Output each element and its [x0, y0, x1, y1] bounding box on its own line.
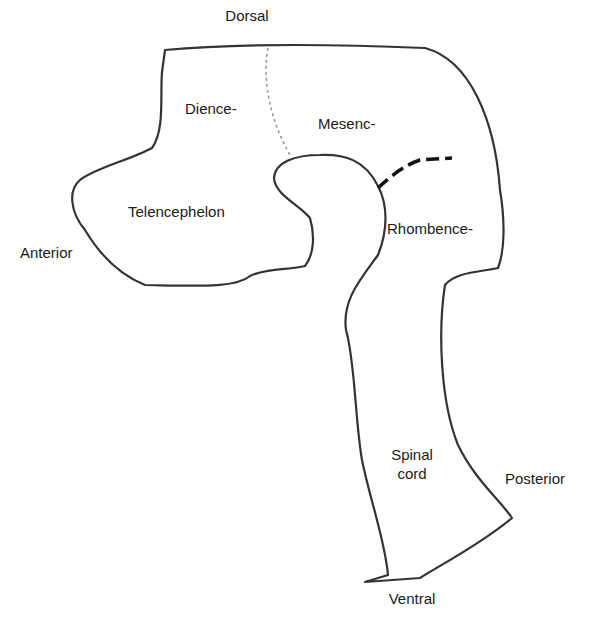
region-label: Mesenc-	[318, 114, 376, 133]
diencephalon-mesencephalon-boundary	[266, 48, 290, 155]
region-label: Rhombence-	[387, 219, 473, 238]
axis-label: Anterior	[20, 243, 73, 262]
axis-label: Ventral	[389, 589, 436, 608]
region-label: Dience-	[185, 99, 237, 118]
region-label: Telencephelon	[128, 202, 225, 221]
axis-label: Posterior	[505, 469, 565, 488]
axis-label: Dorsal	[225, 6, 268, 25]
isthmus-boundary	[378, 158, 452, 188]
neural-tube-outline	[72, 45, 512, 582]
region-label: Spinal cord	[382, 445, 442, 483]
